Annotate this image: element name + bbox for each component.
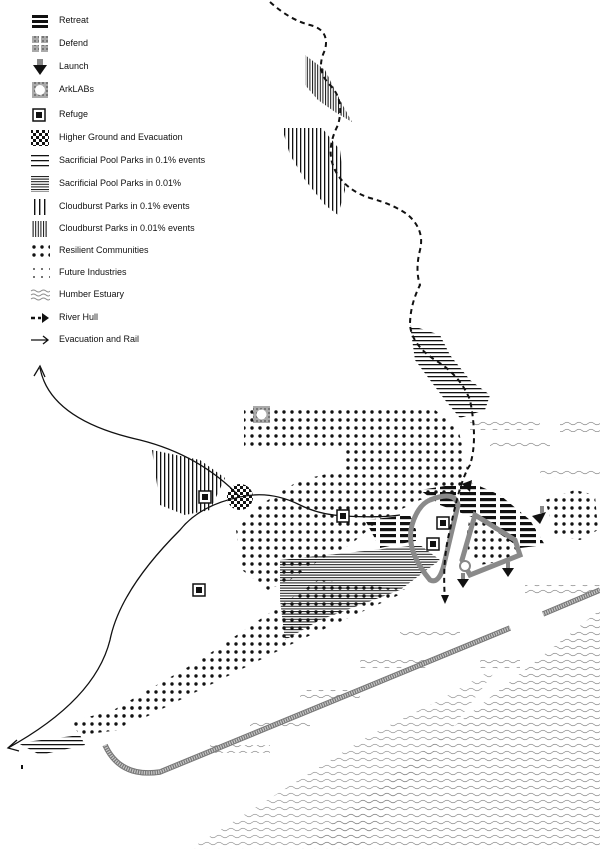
legend-item-pool-park-01: Sacrificial Pool Parks in 0.1% events: [30, 152, 205, 170]
evacuation-marker: [21, 765, 23, 769]
legend-item-refuge: Refuge: [30, 106, 88, 124]
launch-arrow-2: [502, 562, 514, 577]
legend-item-resilient-communities: Resilient Communities: [30, 242, 149, 260]
arklab-marker: [253, 406, 270, 423]
legend-item-cloudburst-001: Cloudburst Parks in 0.01% events: [30, 220, 195, 238]
humber-estuary-area: [190, 420, 600, 849]
resilient-communities-icon: [30, 243, 50, 259]
cloudburst-park-north-b: [282, 128, 345, 215]
estuary-icon: [30, 289, 50, 301]
launch-arrow-1: [457, 573, 469, 588]
pool-park-001-icon: [31, 176, 49, 192]
defend-icon: [32, 36, 48, 52]
pool-park-01-icon: [31, 155, 49, 167]
legend-label: Sacrificial Pool Parks in 0.01%: [59, 178, 182, 188]
legend-label: River Hull: [59, 312, 99, 322]
cloudburst-park-north-a: [305, 55, 352, 122]
river-hull: [269, 1, 475, 601]
legend-label: Cloudburst Parks in 0.01% events: [59, 223, 195, 233]
refuge-5: [426, 537, 440, 551]
river-hull-arrow: [441, 595, 449, 604]
legend-item-arklab: ArkLABs: [30, 81, 94, 99]
legend-item-estuary: Humber Estuary: [30, 286, 124, 304]
refuge-icon: [32, 108, 46, 122]
legend-label: Cloudburst Parks in 0.1% events: [59, 201, 190, 211]
legend-label: Defend: [59, 38, 89, 48]
refuge-1: [198, 490, 212, 504]
refuges: [192, 490, 450, 597]
legend-item-launch: Launch: [30, 58, 89, 76]
legend-item-river-hull: River Hull: [30, 309, 98, 327]
legend-item-defend: Defend: [30, 35, 88, 53]
refuge-3: [192, 583, 206, 597]
legend-label: Future Industries: [59, 267, 127, 277]
river-hull-icon: [31, 313, 49, 323]
future-industries-bands: [70, 580, 410, 735]
legend-label: Launch: [59, 61, 89, 71]
pool-park-south: [280, 545, 440, 640]
arklab-marker-south: [459, 560, 471, 572]
legend-label: Evacuation and Rail: [59, 334, 140, 344]
evacuation-rail-icon: [31, 335, 50, 345]
future-industries-icon: [30, 265, 50, 281]
higher-ground-icon: [31, 130, 49, 146]
legend-item-cloudburst-01: Cloudburst Parks in 0.1% events: [30, 198, 190, 216]
cloudburst-001-icon: [32, 221, 48, 237]
legend-item-pool-park-001: Sacrificial Pool Parks in 0.01%: [30, 175, 181, 193]
launch-arrow-3: [532, 506, 546, 524]
legend-label: ArkLABs: [59, 84, 95, 94]
evacuation-routes: [7, 367, 401, 749]
retreat-icon: [32, 15, 48, 28]
resilient-communities-east: [545, 490, 598, 540]
legend-label: Higher Ground and Evacuation: [59, 132, 183, 142]
legend-item-retreat: Retreat: [30, 12, 89, 30]
launch-arrows: [457, 480, 546, 588]
defend-loops: [408, 493, 524, 584]
legend-item-future-industries: Future Industries: [30, 264, 127, 282]
legend-label: Refuge: [59, 109, 89, 119]
arklab-icon: [32, 82, 48, 98]
cloudburst-01-icon: [34, 199, 46, 215]
legend-item-higher-ground: Higher Ground and Evacuation: [30, 129, 183, 147]
legend-item-evacuation-rail: Evacuation and Rail: [30, 331, 139, 349]
launch-arrow-4: [462, 480, 472, 492]
legend-label: Humber Estuary: [59, 289, 125, 299]
legend-label: Retreat: [59, 15, 89, 25]
refuge-4: [436, 516, 450, 530]
resilient-communities-main: [236, 406, 468, 590]
launch-icon: [33, 59, 47, 75]
evacuation-arrow-west: [6, 739, 20, 752]
legend-label: Resilient Communities: [59, 245, 149, 255]
evacuation-arrow-north: [33, 364, 46, 378]
resilient-communities-core: [465, 515, 520, 565]
legend-label: Sacrificial Pool Parks in 0.1% events: [59, 155, 206, 165]
rail-line: [102, 587, 600, 776]
pool-park-river: [410, 325, 490, 418]
refuge-2: [336, 509, 350, 523]
pool-park-outlet: [18, 735, 85, 755]
